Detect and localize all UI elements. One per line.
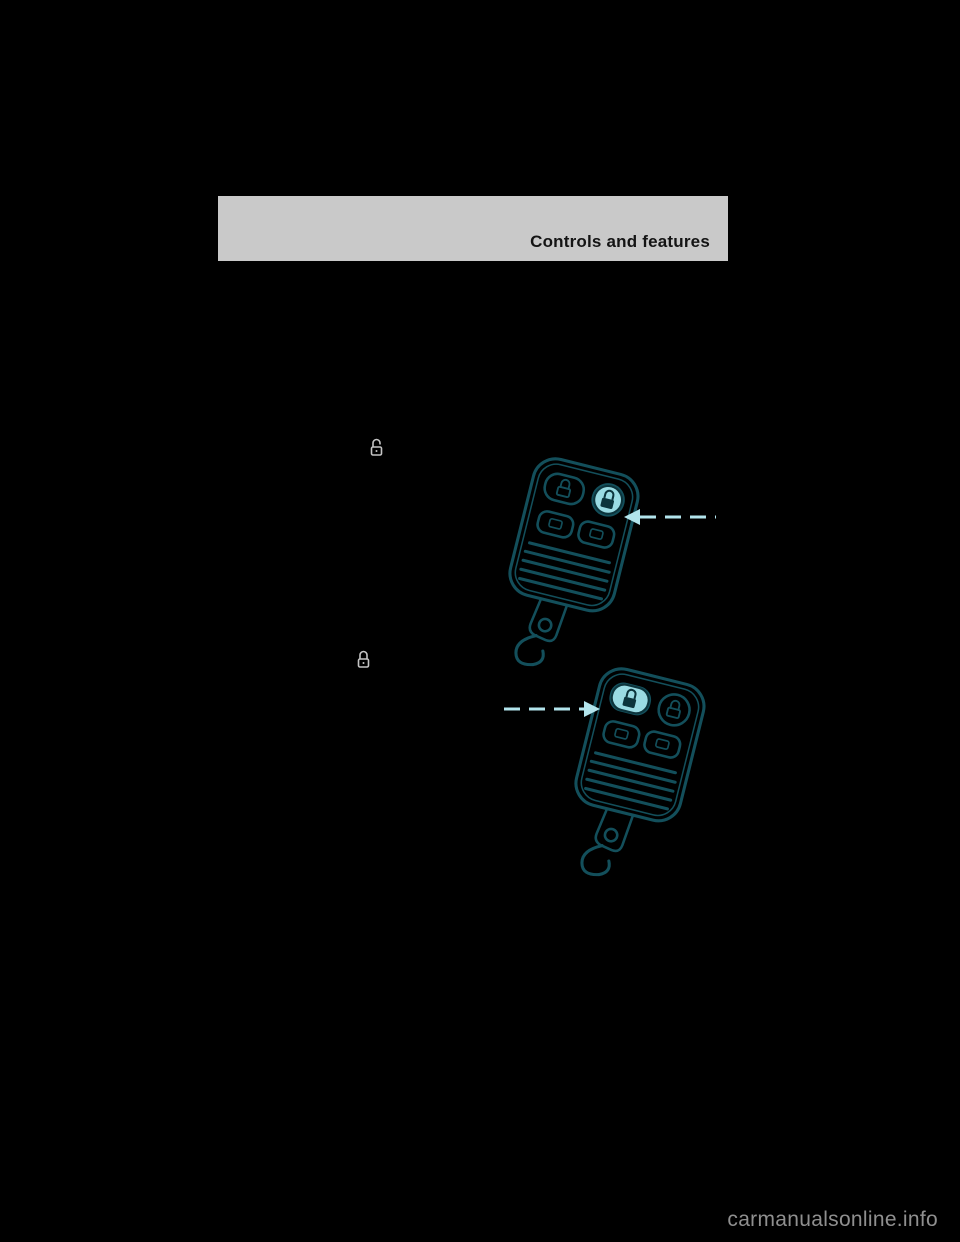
remote-fob-unlock-svg	[487, 452, 645, 683]
lock-icon	[356, 650, 371, 674]
unlock-button-pointer-arrow	[624, 509, 716, 525]
unlock-icon	[369, 438, 384, 462]
page-title: Controls and features	[530, 232, 710, 251]
header-bar: Controls and features	[218, 196, 728, 261]
arrowhead-right	[584, 701, 600, 717]
remote-fob-unlock-illustration	[476, 445, 659, 689]
lock-button-pointer-arrow	[504, 701, 600, 717]
arrowhead-left	[624, 509, 640, 525]
lock-button-highlight	[610, 683, 650, 715]
remote-fob-lock-svg	[553, 662, 711, 893]
watermark: carmanualsonline.info	[727, 1208, 938, 1231]
remote-fob-lock-illustration	[542, 655, 725, 899]
unlock-button-highlight	[593, 484, 624, 515]
